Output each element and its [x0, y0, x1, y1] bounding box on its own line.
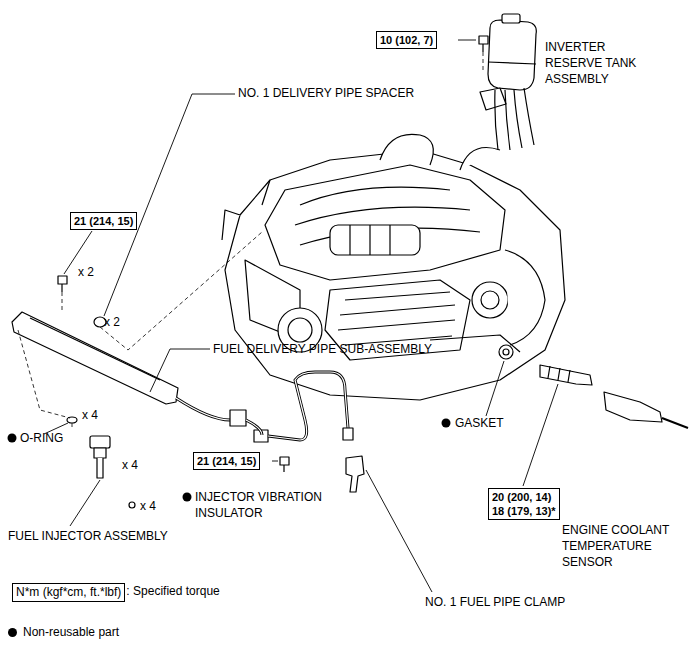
legend-note: : Specified torque [126, 583, 219, 599]
quantity: x 2 [78, 264, 94, 280]
non-reusable-symbol [8, 628, 17, 637]
torque-value: N*m (kgf*cm, ft.*lbf) [16, 585, 121, 600]
torque-value: 10 (102, 7) [380, 33, 433, 47]
part-name: GASKET [455, 415, 504, 431]
part-name: NO. 1 DELIVERY PIPE SPACER [238, 85, 414, 101]
part-name: ENGINE COOLANT TEMPERATURE SENSOR [562, 522, 684, 570]
quantity: x 4 [82, 407, 98, 423]
part-name: FUEL DELIVERY PIPE SUB-ASSEMBLY [213, 341, 432, 357]
torque-box: 10 (102, 7) [376, 31, 437, 49]
legend-box: N*m (kgf*cm, ft.*lbf) [12, 583, 125, 602]
torque-value: 21 (214, 15) [197, 454, 256, 468]
quantity: x 4 [140, 498, 156, 514]
quantity: x 4 [122, 457, 138, 473]
legend-entry: Non-reusable part [8, 624, 119, 640]
legend-text: Non-reusable part [23, 625, 119, 639]
torque-value: 20 (200, 14) [492, 490, 556, 504]
part-name: FUEL INJECTOR ASSEMBLY [8, 528, 168, 544]
part-name: INVERTER RESERVE TANK ASSEMBLY [545, 39, 645, 87]
torque-value: 18 (179, 13)* [492, 504, 556, 518]
torque-box: 20 (200, 14)18 (179, 13)* [488, 488, 560, 520]
part-name: O-RING [20, 430, 63, 446]
quantity: x 2 [104, 314, 120, 330]
torque-box: 21 (214, 15) [193, 452, 260, 470]
part-name: INJECTOR VIBRATION INSULATOR [195, 489, 335, 521]
part-name: NO. 1 FUEL PIPE CLAMP [425, 594, 565, 610]
torque-box: 21 (214, 15) [70, 212, 137, 230]
torque-value: 21 (214, 15) [74, 214, 133, 228]
